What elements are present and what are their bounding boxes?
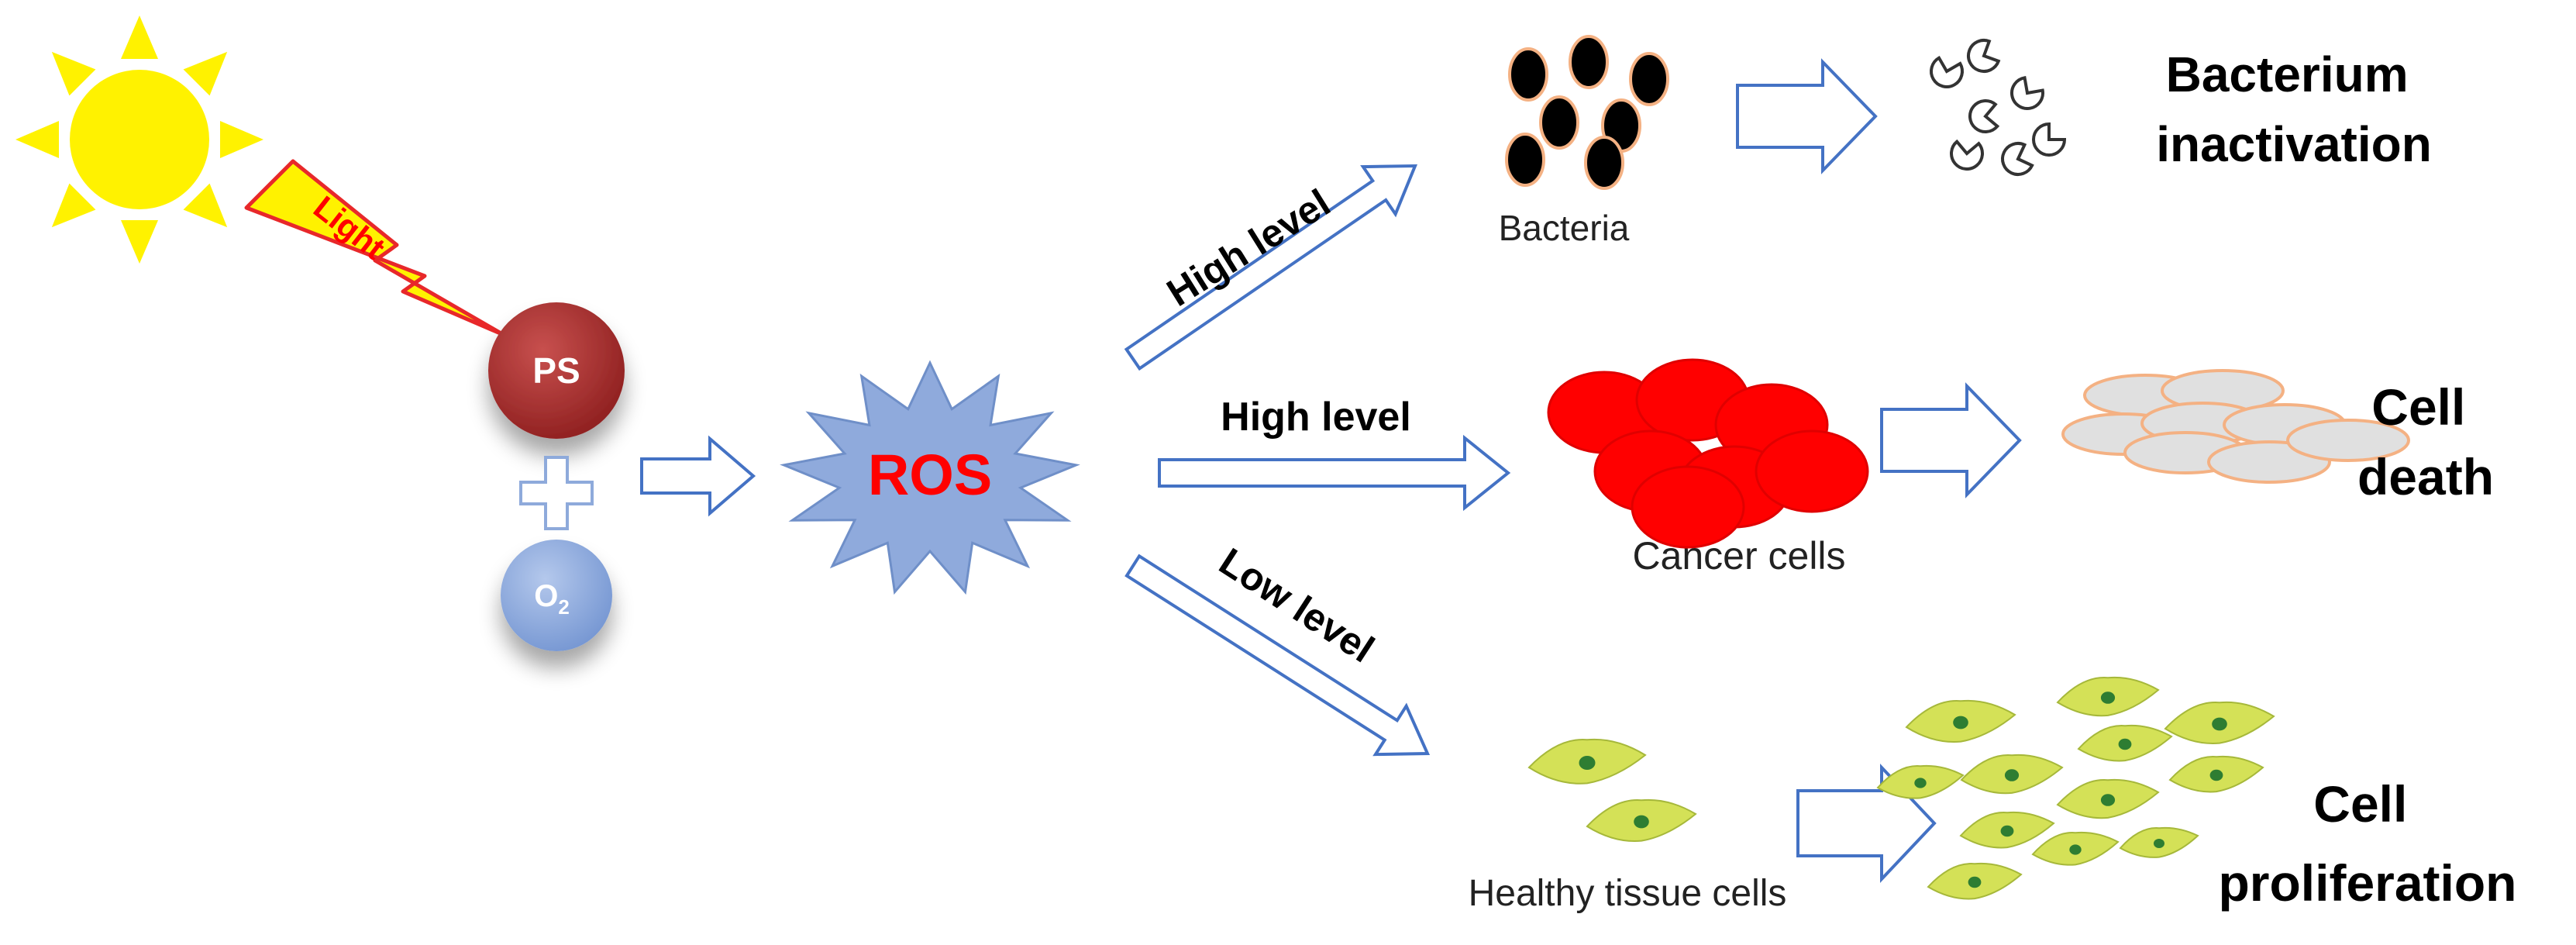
plus-icon (519, 456, 594, 530)
cancer-cells-cluster (1547, 358, 1869, 549)
arrow-low-healthy (1124, 554, 1431, 757)
sun-ray (51, 183, 96, 228)
proliferated-cell (2119, 826, 2199, 858)
cancer-label: Cancer cells (1632, 534, 1845, 578)
bacterium (1508, 47, 1548, 102)
arrow-ps-to-ros (640, 435, 756, 517)
bacteria-label: Bacteria (1499, 208, 1630, 248)
ros-label: ROS (868, 443, 992, 507)
bacterium (1505, 133, 1545, 187)
proliferated-cell (1876, 764, 1965, 799)
proliferated-cell (2056, 676, 2160, 717)
inactivated-bacterium (1950, 139, 1984, 171)
o2-label: O2 (534, 579, 570, 619)
level-label-cancer: High level (1221, 395, 1411, 440)
sun-ray (15, 121, 59, 158)
inactivated-bacteria-icon (1930, 39, 2067, 176)
inactivated-bacterium (1967, 39, 2001, 73)
outcome-cancer: Cell death (2357, 378, 2494, 505)
proliferated-cell (2077, 724, 2173, 762)
sun-ray (51, 51, 96, 96)
ps-label: PS (532, 350, 580, 391)
light-bolt: Light (244, 159, 506, 337)
cancer-cell (1631, 465, 1745, 549)
photosensitizer: PS (488, 302, 625, 439)
proliferated-cell (1927, 862, 2023, 900)
sun-ray (183, 51, 228, 96)
bacterium (1629, 52, 1669, 106)
dead-cell (2286, 419, 2410, 462)
healthy-label: Healthy tissue cells (1469, 873, 1787, 914)
level-label-healthy: Low level (1212, 540, 1382, 671)
ros-burst: ROS (780, 360, 1080, 595)
proliferated-cell (1959, 811, 2055, 849)
inactivated-bacterium (2032, 122, 2067, 157)
bacterium (1569, 35, 1609, 89)
proliferated-cell (1905, 699, 2016, 743)
outcome-bacteria: Bacterium inactivation (2156, 47, 2432, 172)
healthy-cell (1586, 798, 1697, 843)
arrow-high-cancer (1158, 434, 1511, 512)
outcome-healthy: Cell proliferation (2218, 775, 2516, 912)
sun-ray (220, 121, 263, 158)
healthy-cells (1527, 738, 1697, 843)
proliferated-cell (1960, 754, 2064, 795)
proliferated-cell (2056, 778, 2160, 819)
proliferated-cell (2164, 701, 2275, 745)
sun-ray (121, 220, 158, 264)
arrow-bacteria-outcome (1736, 58, 1878, 174)
inactivated-bacterium (2001, 142, 2034, 176)
inactivated-bacterium (1968, 99, 2000, 133)
bacterium (1539, 95, 1579, 150)
sun-ray (183, 183, 228, 228)
arrow-high-bacteria (1124, 164, 1417, 371)
healthy-cell (1527, 738, 1647, 785)
inactivated-bacterium (2010, 75, 2044, 110)
bacterium (1584, 136, 1624, 190)
proliferated-cell (2168, 755, 2264, 793)
proliferated-cells (1876, 676, 2275, 900)
proliferated-cell (2031, 831, 2120, 866)
dead-cells-cluster (2061, 369, 2410, 484)
oxygen: O2 (501, 540, 612, 651)
arrow-cancer-outcome (1880, 382, 2022, 498)
sun-icon (15, 16, 263, 264)
sun-ray (121, 16, 158, 59)
inactivated-bacterium (1930, 55, 1964, 88)
cancer-cell (1755, 429, 1869, 513)
bacteria-cluster (1505, 35, 1669, 190)
